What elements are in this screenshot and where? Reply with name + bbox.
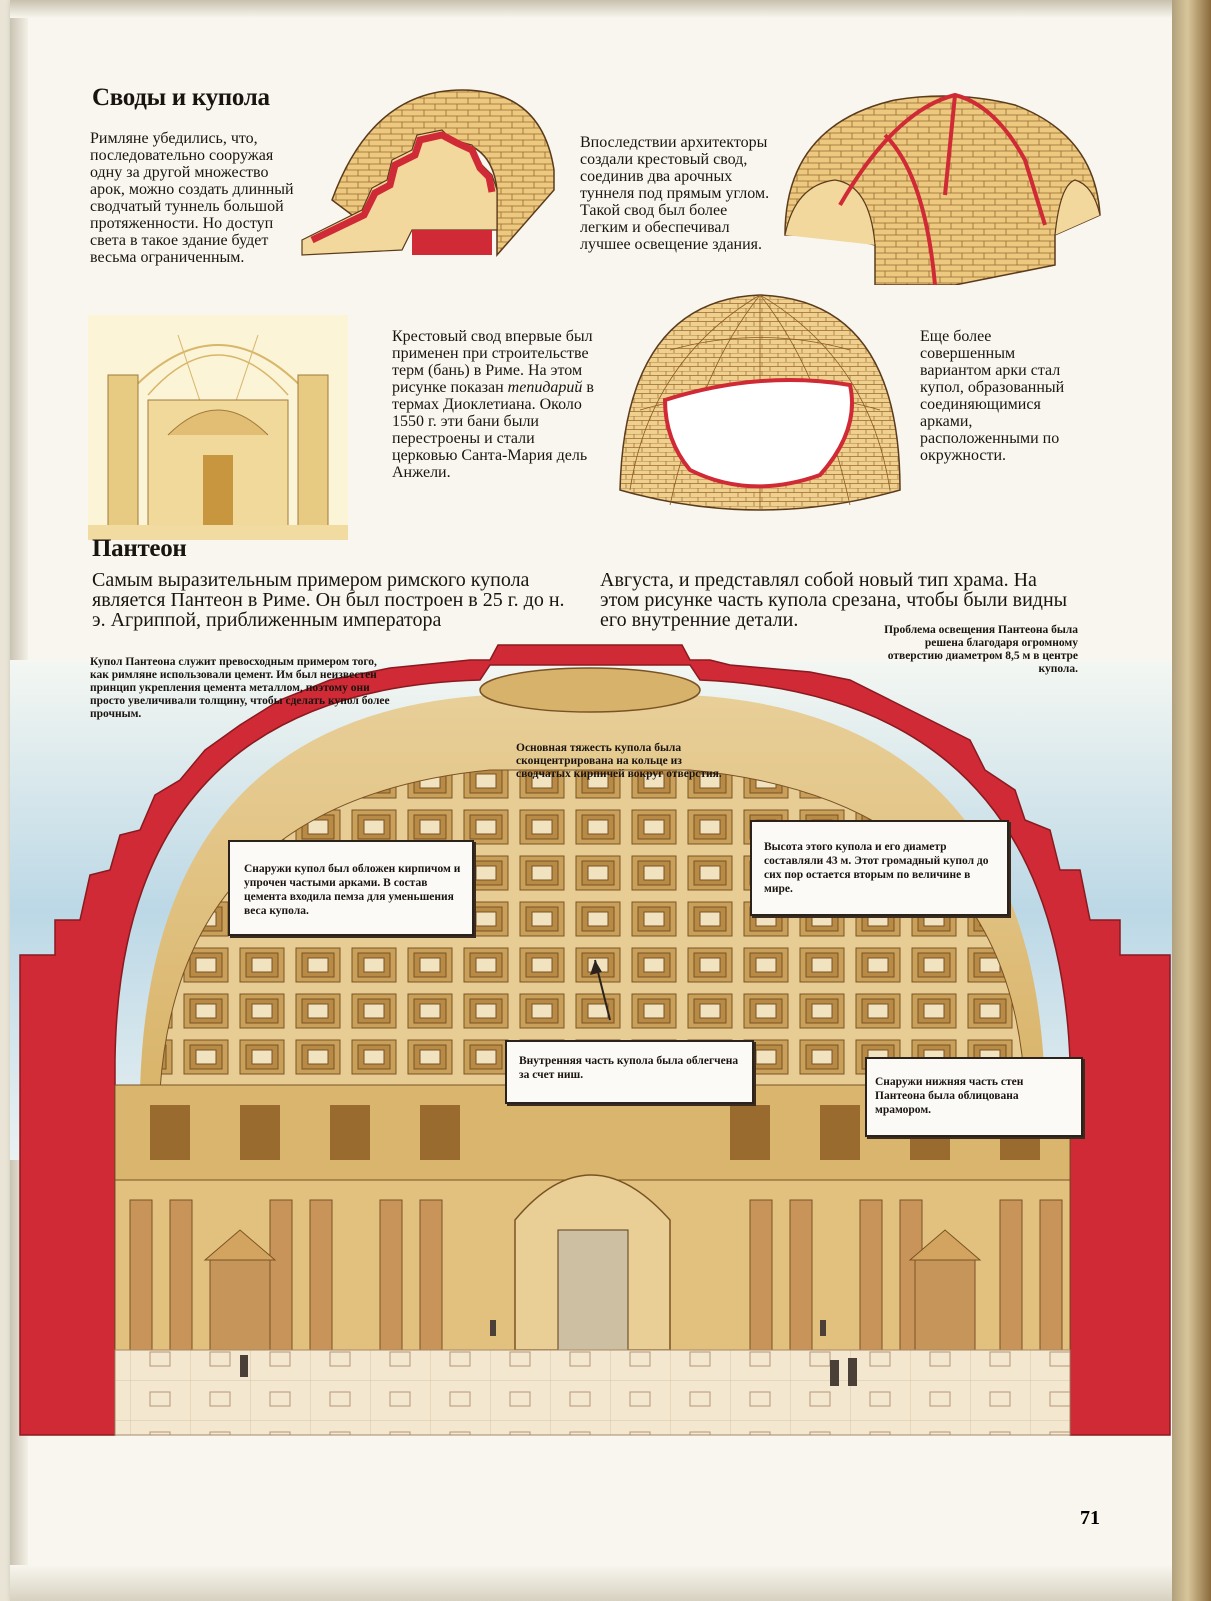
caption-box-niches: Внутренняя часть купола была облегчена з… (505, 1040, 754, 1104)
baths-diocletian-illustration (88, 315, 348, 540)
barrel-vault-illustration (301, 89, 555, 257)
text-baths-term: тепидарий (507, 379, 583, 396)
pantheon-intro-left: Самым выразительным примером римского ку… (92, 569, 565, 631)
text-dome: Еще более совершенным вариантом арки ста… (920, 328, 1065, 464)
text-tunnel-vault: Римляне убедились, что, последовательно … (90, 130, 294, 266)
caption-cement: Купол Пантеона служит превосходным приме… (90, 656, 390, 720)
caption-box-outside-brick: Снаружи купол был обложен кирпичом и упр… (228, 840, 474, 936)
caption-marble: Снаружи нижняя часть стен Пантеона была … (875, 1076, 1024, 1116)
text-baths-part1: Крестовый свод впервые был применен при … (392, 328, 593, 396)
text-baths-part2: в термах Диоклетиана. Около 1550 г. эти … (392, 379, 594, 481)
heading-vaults-domes: Своды и купола (92, 84, 270, 111)
caption-ring: Основная тяжесть купола была сконцентрир… (516, 742, 722, 780)
caption-height: Высота этого купола и его диаметр состав… (764, 841, 989, 895)
pantheon-intro-right: Августа, и представлял собой новый тип х… (600, 569, 1068, 631)
book-fore-edge (1172, 0, 1211, 1601)
text-cross-vault: Впоследствии архитекторы создали крестов… (580, 134, 770, 253)
cross-vault-illustration (784, 92, 1101, 285)
text-baths: Крестовый свод впервые был применен при … (392, 328, 600, 481)
heading-pantheon: Пантеон (92, 535, 187, 562)
caption-oculus: Проблема освещения Пантеона была решена … (884, 624, 1078, 675)
page-bottom-shadow (10, 1565, 1175, 1601)
dome-illustration (619, 294, 901, 511)
caption-outside-brick: Снаружи купол был обложен кирпичом и упр… (244, 863, 461, 917)
page-number: 71 (1080, 1507, 1100, 1529)
book-page: Своды и купола Римляне убедились, что, п… (10, 0, 1175, 1601)
caption-niches: Внутренняя часть купола была облегчена з… (519, 1055, 739, 1081)
caption-box-height: Высота этого купола и его диаметр состав… (750, 820, 1009, 916)
page-top-shadow (10, 0, 1175, 18)
caption-box-marble: Снаружи нижняя часть стен Пантеона была … (865, 1057, 1083, 1137)
